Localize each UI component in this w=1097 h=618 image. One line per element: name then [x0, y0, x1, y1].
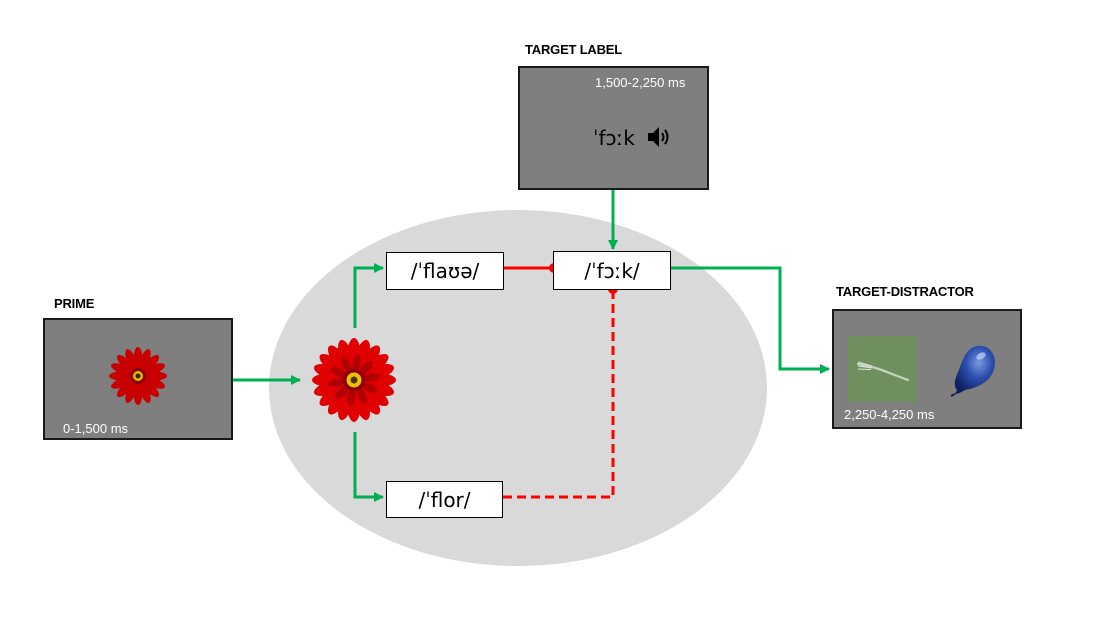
arrow-flower-to-flor [353, 432, 384, 502]
fork-image-tile [848, 336, 916, 402]
target-distractor-title: TARGET-DISTRACTOR [836, 284, 974, 299]
speaker-icon [648, 127, 669, 147]
target-distractor-panel: 2,250-4,250 ms [832, 309, 1022, 429]
prime-title: PRIME [54, 296, 95, 311]
word-node-flor: /ˈflor/ [386, 481, 503, 518]
target-label-timing: 1,500-2,250 ms [595, 75, 686, 90]
fork-icon [856, 361, 910, 382]
arrow-fork-to-target-distractor [671, 266, 830, 374]
semantic-network-ellipse [269, 210, 767, 566]
target-label-panel: 1,500-2,250 ms ˈfɔːk [518, 66, 709, 190]
target-label-title: TARGET LABEL [525, 42, 623, 57]
prime-timing: 0-1,500 ms [63, 421, 129, 436]
link-flor-fork-dashed [503, 289, 615, 499]
arrow-flower-to-flaue [353, 263, 384, 328]
target-label-word: ˈfɔːk [593, 126, 635, 150]
target-distractor-timing: 2,250-4,250 ms [844, 407, 935, 422]
word-node-flaue: /ˈflaʊə/ [386, 252, 504, 290]
prime-flower-image [109, 347, 167, 405]
flower-concept-image [312, 338, 396, 422]
balloon-icon [950, 345, 996, 397]
prime-panel: 0-1,500 ms [43, 318, 233, 440]
word-node-fork: /ˈfɔːk/ [553, 251, 671, 290]
